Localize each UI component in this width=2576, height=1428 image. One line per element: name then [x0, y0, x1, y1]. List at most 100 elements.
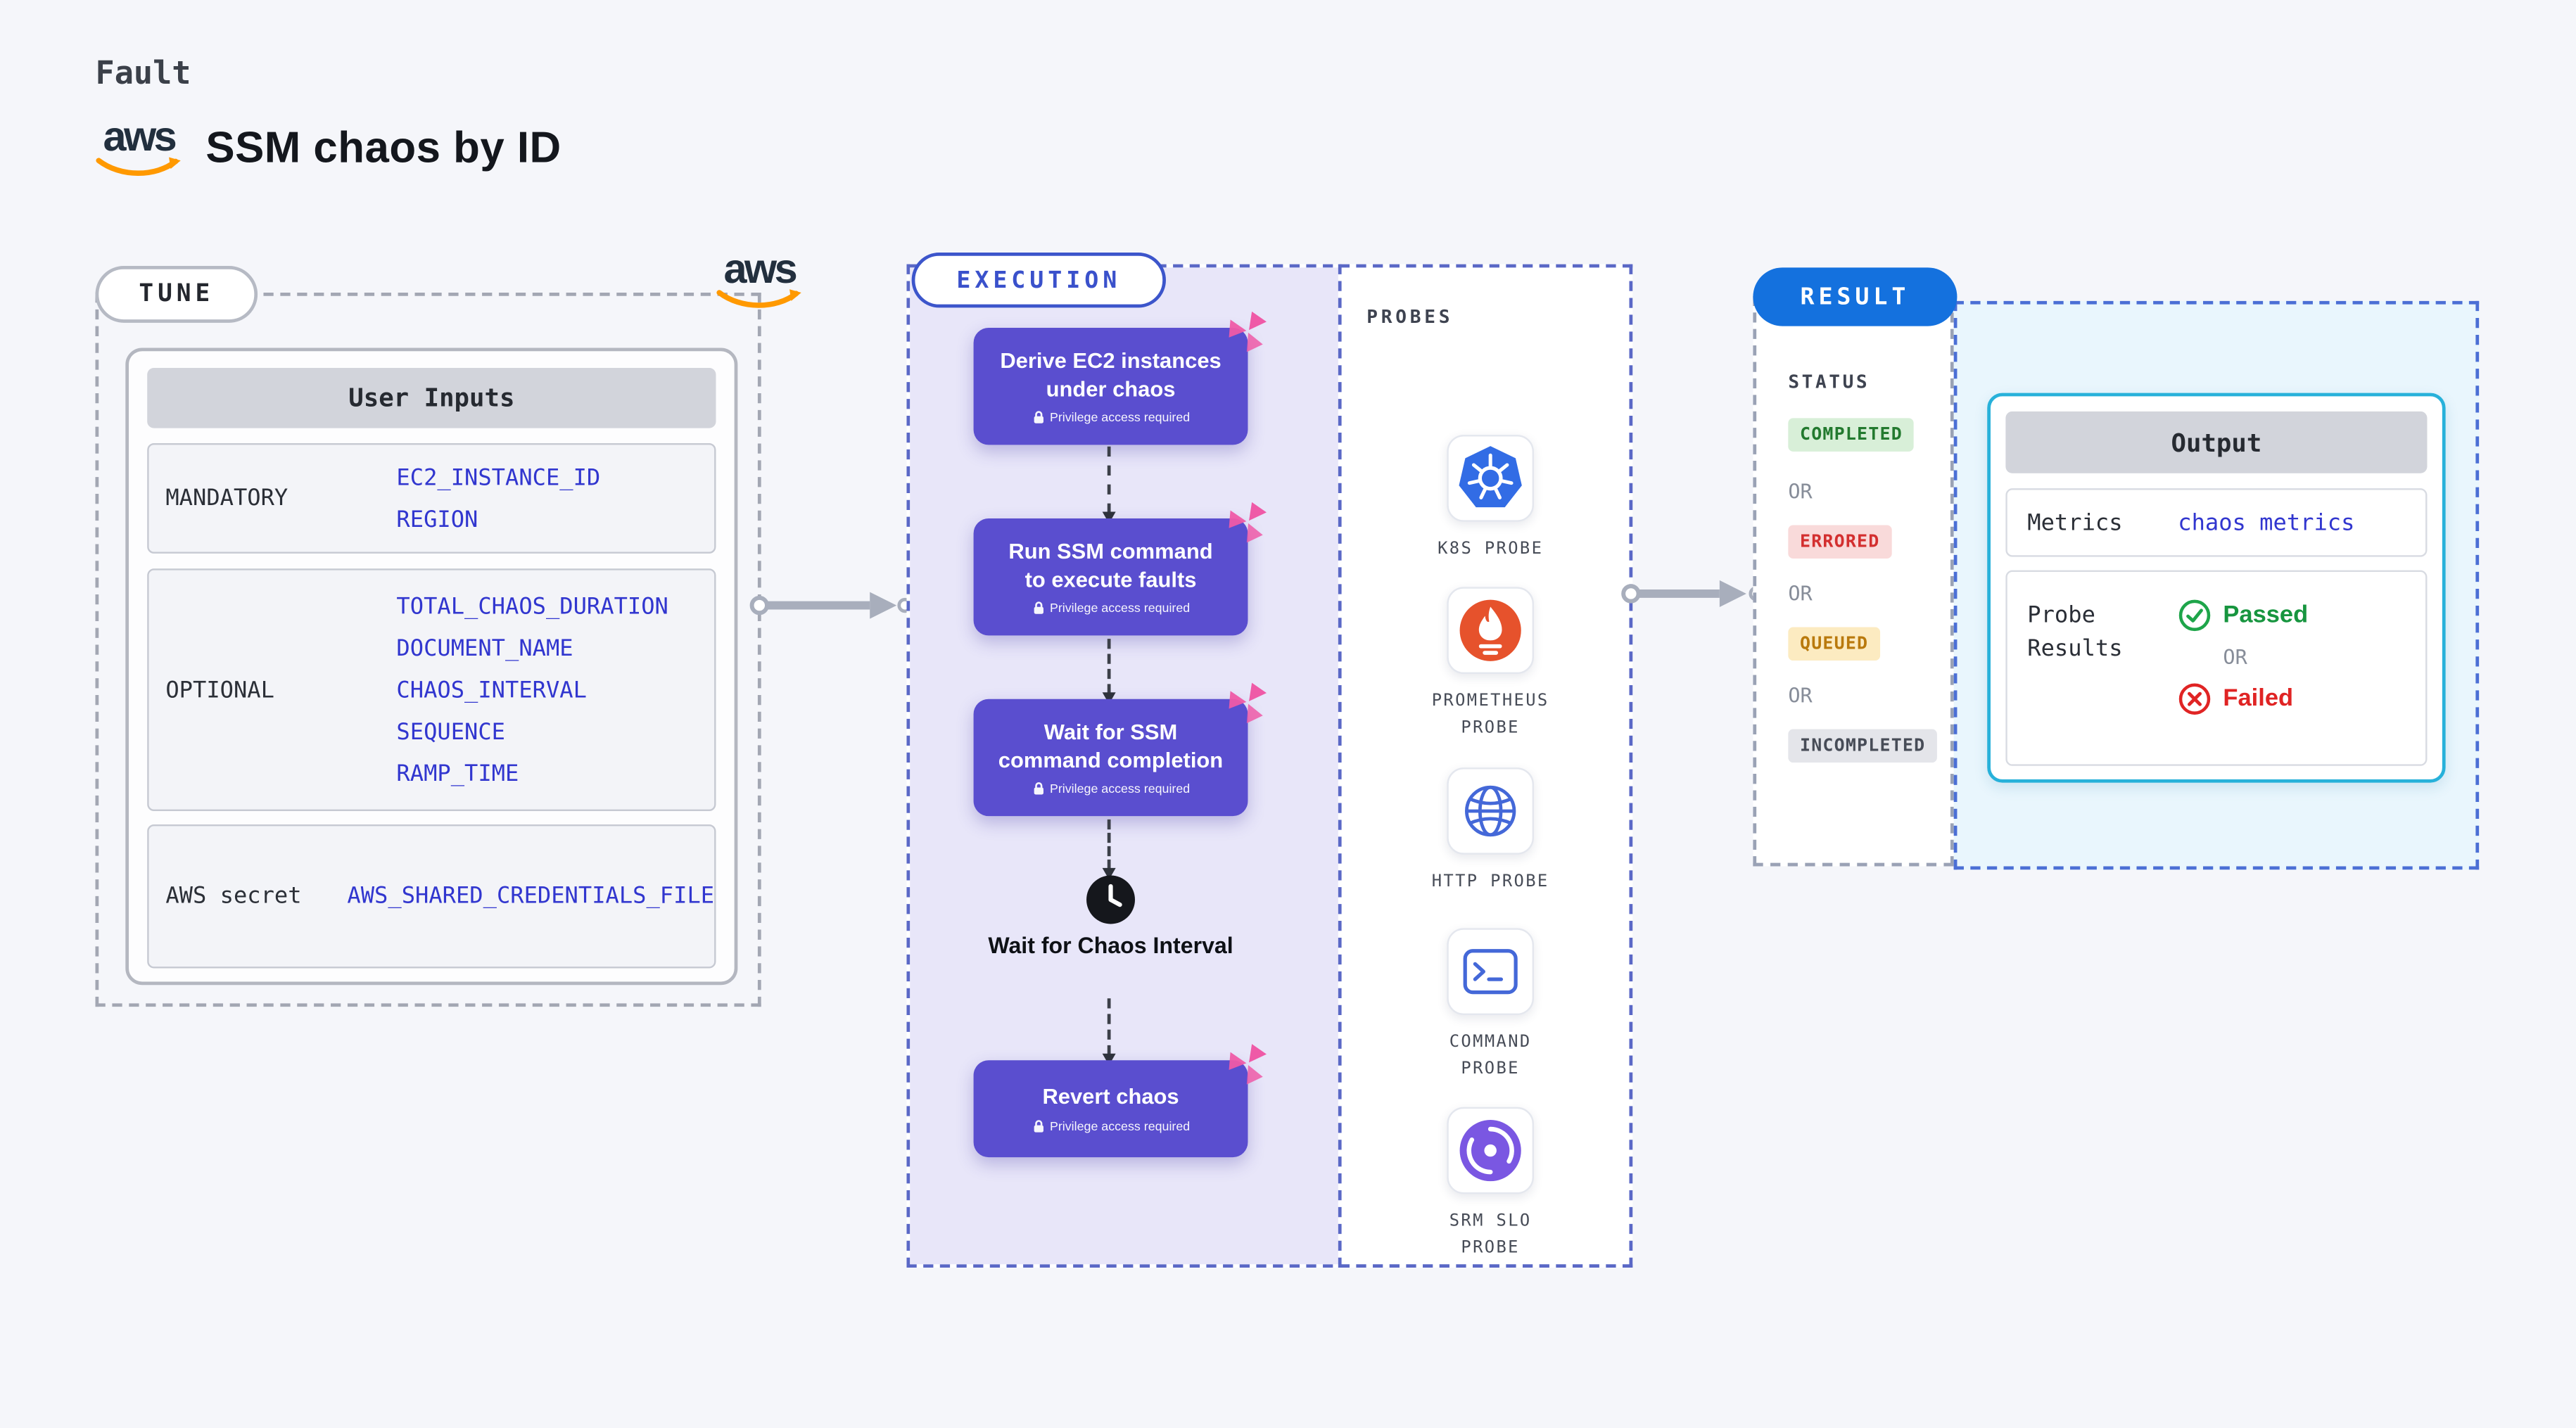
- tune-to-execution-arrow: [749, 592, 913, 619]
- flow-connector: [1102, 819, 1116, 880]
- step-title: Wait for SSM command completion: [998, 718, 1224, 772]
- tune-section: [95, 293, 761, 1007]
- mandatory-params: EC2_INSTANCE_ID REGION: [396, 445, 714, 552]
- lock-icon: [1033, 601, 1043, 615]
- param-chaos-interval: CHAOS_INTERVAL: [396, 676, 587, 703]
- passed-line: Passed: [2178, 599, 2425, 632]
- row-label-aws-secret: AWS secret: [165, 883, 302, 910]
- status-badge-incompleted: INCOMPLETED: [1788, 729, 1938, 763]
- flow-connector: [1102, 998, 1116, 1066]
- chaos-icon: [1229, 682, 1267, 724]
- probe-srm-slo: SRM SLO PROBE: [1415, 1107, 1566, 1261]
- privilege-badge: Privilege access required: [1032, 601, 1190, 616]
- probe-k8s: K8S PROBE: [1415, 435, 1566, 563]
- passed-label: Passed: [2223, 601, 2309, 629]
- param-region: REGION: [396, 506, 478, 533]
- probe-label: HTTP PROBE: [1431, 872, 1549, 892]
- probe-label: COMMAND PROBE: [1449, 1033, 1532, 1078]
- param-sequence: SEQUENCE: [396, 718, 506, 746]
- aws-logo-text: aws: [103, 113, 177, 161]
- or-label: OR: [1788, 684, 1813, 708]
- chaos-icon: [1229, 1044, 1267, 1085]
- or-label: OR: [1788, 582, 1813, 606]
- wait-for-chaos-interval-label: Wait for Chaos Interval: [988, 933, 1233, 959]
- step-title: Derive EC2 instances under chaos: [1000, 348, 1222, 401]
- param-aws-shared-credentials-file: AWS_SHARED_CREDENTIALS_FILE: [347, 883, 715, 910]
- page-title: SSM chaos by ID: [205, 122, 561, 172]
- param-ec2-instance-id: EC2_INSTANCE_ID: [396, 464, 601, 491]
- probe-tile: [1447, 767, 1534, 855]
- probe-tile: [1447, 928, 1534, 1016]
- probes-title: PROBES: [1366, 306, 1454, 328]
- step-wait-ssm-completion: Wait for SSM command completion Privileg…: [973, 682, 1267, 817]
- probe-prometheus: PROMETHEUS PROBE: [1415, 587, 1566, 741]
- param-document-name: DOCUMENT_NAME: [396, 635, 573, 662]
- command-terminal-icon: [1463, 949, 1518, 995]
- kubernetes-icon: [1459, 446, 1522, 508]
- probe-command: COMMAND PROBE: [1415, 928, 1566, 1082]
- aws-smile-icon: [716, 289, 801, 308]
- aws-secret-params: AWS_SHARED_CREDENTIALS_FILE: [347, 826, 714, 967]
- step-derive-ec2-instances: Derive EC2 instances under chaos Privile…: [973, 311, 1267, 445]
- step-revert-chaos: Revert chaos Privilege access required: [973, 1044, 1267, 1158]
- status-badge-queued: QUEUED: [1788, 627, 1880, 661]
- probe-results-row: Probe Results Passed OR Failed: [2005, 570, 2428, 766]
- row-label-mandatory: MANDATORY: [165, 485, 288, 512]
- status-badge-errored: ERRORED: [1788, 525, 1892, 559]
- probe-label: PROMETHEUS PROBE: [1431, 692, 1549, 737]
- fault-kicker: Fault: [95, 55, 191, 92]
- privilege-badge: Privilege access required: [1032, 781, 1190, 796]
- privilege-badge-text: Privilege access required: [1049, 600, 1191, 616]
- chaos-icon: [1229, 311, 1267, 352]
- step-run-ssm-command: Run SSM command to execute faults Privil…: [973, 502, 1267, 636]
- probe-label: K8S PROBE: [1438, 540, 1544, 559]
- result-status-box: [1753, 295, 1954, 867]
- x-circle-icon: [2178, 683, 2211, 715]
- prometheus-icon: [1459, 599, 1521, 661]
- chaos-icon: [1229, 502, 1267, 543]
- step-title: Run SSM command to execute faults: [1008, 538, 1213, 592]
- probe-tile: [1447, 1107, 1534, 1194]
- status-label: STATUS: [1788, 371, 1870, 393]
- http-globe-icon: [1464, 785, 1516, 837]
- chaos-metrics-link[interactable]: chaos metrics: [2178, 509, 2355, 536]
- param-total-chaos-duration: TOTAL_CHAOS_DURATION: [396, 592, 668, 620]
- execution-to-result-arrow: [1621, 580, 1764, 607]
- privilege-badge: Privilege access required: [1032, 1118, 1190, 1133]
- mandatory-inputs-row: MANDATORY EC2_INSTANCE_ID REGION: [147, 442, 716, 554]
- flow-connector: [1102, 639, 1116, 704]
- failed-line: Failed: [2178, 682, 2425, 716]
- privilege-badge-text: Privilege access required: [1049, 781, 1191, 796]
- aws-logo-small: aws: [716, 246, 803, 311]
- execution-probes-divider: [1338, 264, 1342, 1268]
- user-inputs-title: User Inputs: [147, 368, 716, 428]
- flow-connector: [1102, 446, 1116, 524]
- optional-inputs-row: OPTIONAL TOTAL_CHAOS_DURATION DOCUMENT_N…: [147, 568, 716, 811]
- page-header: aws SSM chaos by ID: [96, 113, 561, 179]
- output-title: Output: [2005, 411, 2428, 473]
- metrics-row: Metrics chaos metrics: [2005, 488, 2428, 557]
- execution-pill: EXECUTION: [911, 252, 1166, 308]
- status-badge-completed: COMPLETED: [1788, 418, 1915, 452]
- clock-icon: [1086, 875, 1135, 924]
- lock-icon: [1033, 411, 1043, 423]
- aws-logo: aws: [96, 113, 183, 179]
- srm-slo-icon: [1459, 1119, 1521, 1182]
- probe-results-label: Probe Results: [2027, 601, 2123, 663]
- step-title: Revert chaos: [1042, 1083, 1179, 1109]
- probe-tile: [1447, 435, 1534, 522]
- metrics-label: Metrics: [2027, 509, 2123, 536]
- aws-smile-icon: [96, 157, 181, 176]
- optional-params: TOTAL_CHAOS_DURATION DOCUMENT_NAME CHAOS…: [396, 570, 714, 810]
- tune-pill: TUNE: [95, 265, 258, 323]
- row-label-optional: OPTIONAL: [165, 676, 274, 703]
- privilege-badge-text: Privilege access required: [1049, 1118, 1191, 1134]
- aws-logo-text: aws: [723, 246, 797, 293]
- privilege-badge: Privilege access required: [1032, 410, 1190, 425]
- probe-results-values: Passed OR Failed: [2178, 572, 2425, 764]
- param-ramp-time: RAMP_TIME: [396, 760, 519, 787]
- result-pill: RESULT: [1753, 267, 1958, 326]
- privilege-badge-text: Privilege access required: [1049, 409, 1191, 426]
